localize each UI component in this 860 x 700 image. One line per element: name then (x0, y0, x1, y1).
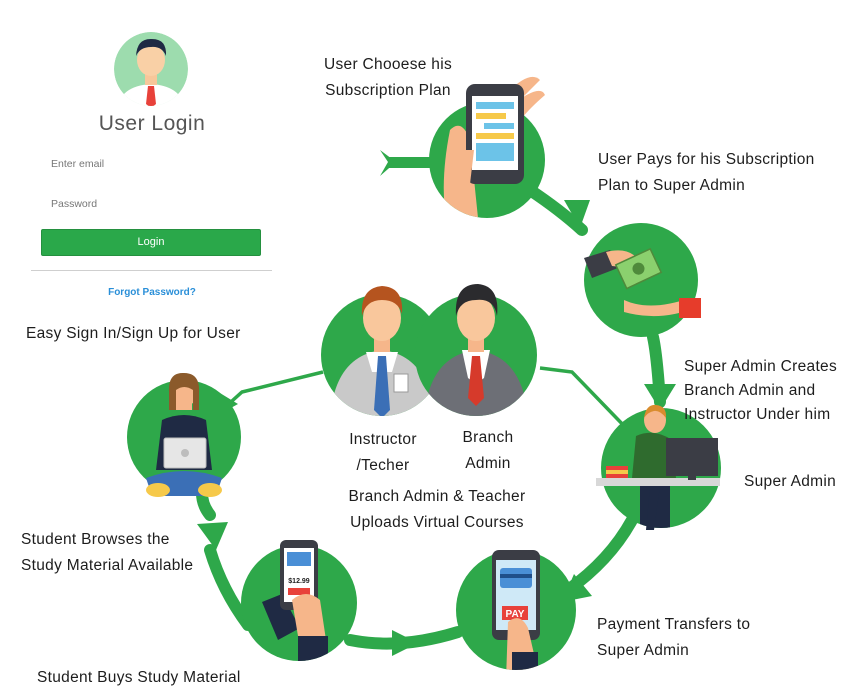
connector-branch-superadmin (539, 366, 632, 434)
arrow-head-2 (644, 384, 676, 410)
login-button[interactable]: Login (41, 229, 261, 256)
student-laptop-icon (127, 372, 241, 497)
arc-buy-to-student-lower (204, 544, 254, 631)
arrow-heads (197, 150, 676, 656)
login-divider (31, 270, 272, 271)
label-sign-in: Easy Sign In/Sign Up for User (26, 325, 241, 342)
instructor-icon (321, 286, 443, 416)
arrow-head-4 (392, 630, 418, 656)
label-super-admin: Super Admin (744, 473, 837, 490)
label-instructor: Instructor/Techer (349, 431, 417, 474)
login-title: User Login (98, 112, 206, 135)
branch-admin-icon (415, 284, 537, 416)
email-input[interactable]: Enter email (51, 158, 105, 170)
phone-buy-icon: $12.99 (241, 540, 357, 661)
arrow-tail-bar (388, 157, 434, 168)
phone-plan-icon (429, 76, 545, 218)
arrow-head-5 (197, 522, 228, 550)
password-input[interactable]: Password (51, 198, 98, 210)
payment-hands-icon (584, 223, 701, 337)
user-avatar-icon (114, 32, 188, 106)
arc-plan-to-pays (524, 184, 588, 236)
label-student-buys: Student Buys Study Material (37, 669, 241, 686)
price-label: $12.99 (288, 578, 310, 585)
card-pay-phone-icon: PAY (456, 550, 576, 670)
pay-button-label: PAY (506, 609, 525, 620)
forgot-password-link[interactable]: Forgot Password? (108, 287, 196, 298)
super-admin-desk-icon (596, 404, 721, 530)
arrow-head-1 (564, 200, 590, 228)
